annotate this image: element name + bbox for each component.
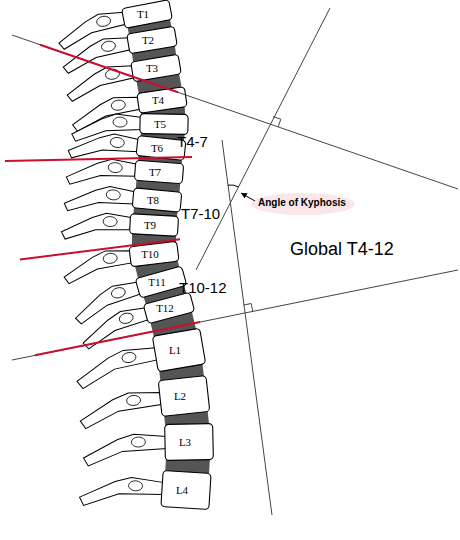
perpendicular-line	[222, 140, 272, 515]
posterior-element	[83, 433, 167, 466]
transverse-process	[121, 351, 136, 363]
posterior-element	[66, 156, 138, 189]
vertebral-body	[134, 160, 183, 184]
vertebra	[66, 155, 184, 193]
transverse-process	[96, 15, 112, 27]
endplate-red-line	[35, 322, 200, 355]
vertebra-label: T1	[137, 9, 149, 20]
vertebral-body	[137, 87, 187, 114]
vertebra-label: T9	[144, 220, 156, 231]
transverse-process	[110, 137, 125, 148]
label-highlight	[251, 193, 355, 215]
transverse-process	[103, 253, 118, 265]
vertebral-body	[165, 424, 214, 461]
transverse-process	[108, 162, 123, 173]
transverse-process	[126, 395, 141, 406]
posterior-element	[64, 182, 136, 216]
vertebra-label: L3	[179, 437, 191, 448]
transverse-process	[113, 117, 127, 127]
posterior-element	[73, 345, 161, 390]
transverse-process	[101, 40, 116, 52]
vertebral-body	[129, 214, 178, 237]
transverse-process	[106, 189, 121, 200]
vertebra-label: L1	[169, 345, 181, 356]
vertebra	[83, 424, 214, 467]
global-label: Global T4-12	[290, 240, 394, 258]
segment-label: T10-12	[178, 280, 228, 295]
vertebra-label: T3	[146, 63, 158, 74]
vertebral-body	[132, 188, 182, 212]
vertebra	[77, 376, 210, 430]
vertebra-label: T2	[142, 35, 154, 46]
vertebral-body	[161, 471, 211, 510]
segment-label: T4-7	[176, 134, 209, 149]
vertebra-label: T8	[147, 195, 159, 206]
transverse-process	[110, 286, 126, 299]
posterior-element	[78, 305, 153, 350]
vertebra-label: T10	[141, 249, 159, 260]
transverse-process	[128, 480, 143, 491]
vertebral-body	[127, 26, 178, 54]
vertebra-label: T6	[151, 143, 163, 154]
perpendicular-line	[196, 8, 330, 270]
vertebra-label: T11	[148, 277, 165, 288]
vertebral-body	[122, 0, 173, 28]
upper-endplate-line	[12, 35, 458, 189]
vertebra-label: T12	[156, 303, 174, 314]
transverse-process	[131, 437, 145, 447]
vertebra-label: L4	[176, 485, 188, 496]
posterior-element	[79, 474, 165, 510]
angle-label: Angle of Kyphosis	[258, 198, 346, 208]
endplate-red-line	[40, 45, 178, 93]
transverse-process	[103, 216, 118, 227]
vertebra-label: T5	[154, 119, 166, 130]
right-angle-mark	[273, 117, 281, 127]
vertebral-body	[143, 292, 195, 324]
vertebra	[61, 210, 178, 245]
posterior-element	[64, 63, 138, 102]
transverse-process	[111, 99, 126, 111]
vertebral-body	[158, 376, 210, 417]
endplate-red-line	[5, 157, 192, 161]
vertebral-body	[152, 328, 205, 372]
vertebral-body	[140, 113, 188, 134]
segment-label: T7-10	[180, 206, 221, 221]
endplate-red-line	[20, 239, 180, 259]
right-angle-mark	[243, 304, 252, 312]
posterior-element	[61, 211, 132, 243]
angle-arc	[228, 185, 239, 187]
vertebra-label: T7	[149, 167, 161, 178]
transverse-process	[118, 312, 134, 325]
pointer-arrow	[241, 193, 255, 201]
posterior-element	[78, 389, 165, 429]
vertebra	[79, 465, 211, 513]
disc-column	[125, 14, 211, 490]
lower-endplate-line	[12, 270, 458, 360]
vertebra-label: L2	[174, 391, 186, 402]
vertebra-label: T4	[152, 95, 164, 106]
